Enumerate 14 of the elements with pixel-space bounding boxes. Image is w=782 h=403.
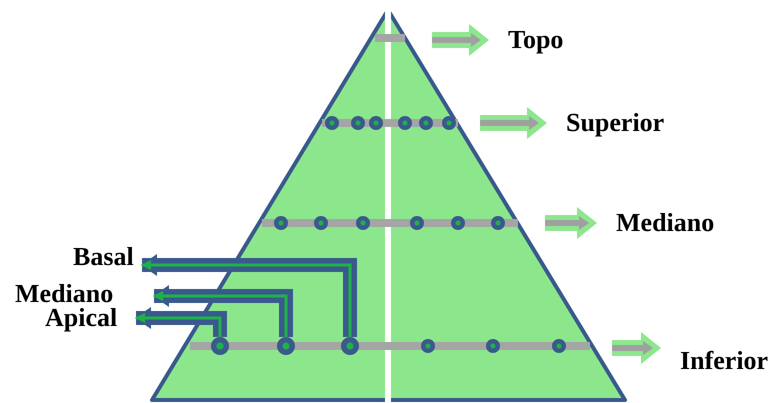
- arrow: [141, 254, 357, 337]
- tier-label: Apical: [45, 305, 132, 331]
- tier-label: Mediano: [15, 281, 150, 307]
- block-arrow: [612, 332, 661, 364]
- tier-label: Basal: [73, 244, 138, 270]
- tier-label: Topo: [490, 27, 564, 53]
- tier-label: Inferior: [662, 348, 768, 374]
- block-arrow: [480, 107, 547, 139]
- tier-label: Mediano: [598, 210, 714, 236]
- tier-label: Superior: [548, 110, 664, 136]
- arrow: [153, 285, 293, 337]
- arrow: [135, 307, 227, 337]
- block-arrow: [432, 24, 489, 56]
- block-arrow: [545, 207, 597, 239]
